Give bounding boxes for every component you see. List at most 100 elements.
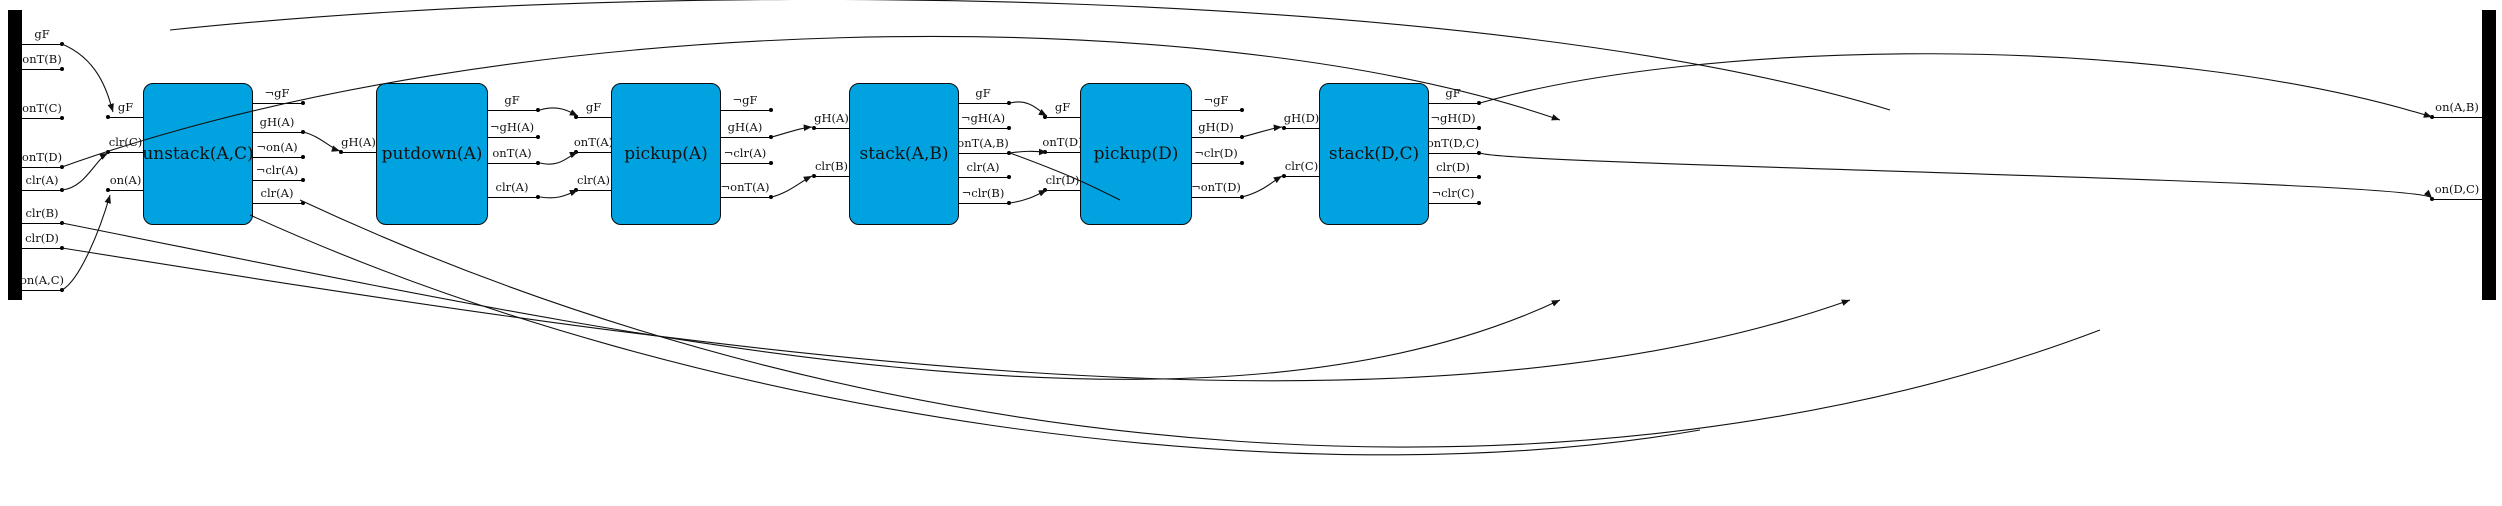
port-label: on(A,C) <box>19 273 65 287</box>
port-line <box>957 153 1009 154</box>
action-node-label: unstack(A,C) <box>142 144 254 164</box>
port-line <box>251 157 303 158</box>
port-line <box>1427 128 1479 129</box>
port-dot <box>301 201 305 205</box>
port-line <box>251 180 303 181</box>
port-line <box>957 177 1009 178</box>
action-node-label: stack(D,C) <box>1328 144 1420 164</box>
port-line <box>22 44 62 45</box>
port-label: clr(D) <box>1045 173 1080 187</box>
port-line <box>1045 117 1080 118</box>
port-line <box>22 248 62 249</box>
port-line <box>1190 137 1242 138</box>
port-line <box>719 110 771 111</box>
port-line <box>719 137 771 138</box>
port-dot <box>301 178 305 182</box>
port-label: gF <box>504 93 520 107</box>
port-line <box>1427 203 1479 204</box>
port-line <box>251 132 303 133</box>
port-line <box>486 163 538 164</box>
port-dot <box>1477 175 1481 179</box>
port-dot <box>60 42 64 46</box>
port-dot <box>1477 201 1481 205</box>
port-line <box>719 197 771 198</box>
port-label: onT(C) <box>22 101 62 115</box>
port-dot <box>1240 108 1244 112</box>
port-label: ¬clr(C) <box>1431 186 1475 200</box>
port-line <box>22 167 62 168</box>
port-label: ¬gH(A) <box>960 111 1006 125</box>
action-node-stack_ab[interactable]: stack(A,B) <box>849 83 959 225</box>
port-line <box>1045 190 1080 191</box>
port-label: onT(D) <box>1042 135 1083 149</box>
port-dot <box>536 195 540 199</box>
action-node-pickup_d[interactable]: pickup(D) <box>1080 83 1192 225</box>
port-line <box>719 163 771 164</box>
port-label: gH(A) <box>814 111 849 125</box>
port-dot <box>106 188 110 192</box>
port-dot <box>339 150 343 154</box>
port-line <box>576 190 611 191</box>
port-line <box>1190 163 1242 164</box>
port-dot <box>1282 174 1286 178</box>
port-dot <box>60 188 64 192</box>
port-dot <box>60 67 64 71</box>
port-dot <box>1007 126 1011 130</box>
port-line <box>22 190 62 191</box>
port-label: ¬onT(A) <box>720 180 770 194</box>
action-node-putdown[interactable]: putdown(A) <box>376 83 488 225</box>
port-dot <box>536 108 540 112</box>
port-line <box>576 117 611 118</box>
port-line <box>1284 176 1319 177</box>
port-line <box>341 152 376 153</box>
port-label: gH(A) <box>341 135 376 149</box>
port-label: onT(A) <box>573 135 614 149</box>
port-label: ¬gF <box>264 86 290 100</box>
port-label: ¬on(A) <box>256 140 298 154</box>
port-line <box>108 117 143 118</box>
port-line <box>1284 128 1319 129</box>
action-node-stack_dc[interactable]: stack(D,C) <box>1319 83 1429 225</box>
port-dot <box>1282 126 1286 130</box>
port-line <box>814 176 849 177</box>
port-dot <box>574 115 578 119</box>
initial-state-bar <box>8 10 22 300</box>
port-label: clr(D) <box>1436 160 1470 174</box>
port-dot <box>2430 197 2434 201</box>
port-dot <box>812 126 816 130</box>
port-dot <box>1007 101 1011 105</box>
port-dot <box>60 221 64 225</box>
port-label: gF <box>34 27 50 41</box>
port-label: ¬onT(D) <box>1191 180 1241 194</box>
port-label: gF <box>117 100 134 114</box>
action-node-label: pickup(D) <box>1093 144 1179 164</box>
port-dot <box>301 155 305 159</box>
action-node-unstack[interactable]: unstack(A,C) <box>142 83 254 225</box>
port-label: ¬clr(A) <box>723 146 767 160</box>
port-dot <box>60 165 64 169</box>
port-label: clr(B) <box>25 206 59 220</box>
port-line <box>108 190 143 191</box>
port-label: ¬clr(B) <box>961 186 1005 200</box>
port-dot <box>106 150 110 154</box>
port-label: gH(D) <box>1198 120 1234 134</box>
port-label: clr(A) <box>495 180 529 194</box>
action-node-pickup[interactable]: pickup(A) <box>611 83 721 225</box>
port-dot <box>1240 195 1244 199</box>
port-line <box>576 152 611 153</box>
port-line <box>957 128 1009 129</box>
port-line <box>1045 152 1080 153</box>
port-label: ¬clr(D) <box>1194 146 1238 160</box>
port-line <box>1190 197 1242 198</box>
port-line <box>2432 117 2482 118</box>
port-dot <box>301 101 305 105</box>
port-label: clr(A) <box>577 173 610 187</box>
port-line <box>957 203 1009 204</box>
port-label: onT(A,B) <box>957 136 1009 150</box>
port-label: clr(C) <box>1284 159 1319 173</box>
port-line <box>486 137 538 138</box>
port-dot <box>301 130 305 134</box>
port-dot <box>1477 126 1481 130</box>
port-line <box>814 128 849 129</box>
port-label: clr(A) <box>25 173 59 187</box>
